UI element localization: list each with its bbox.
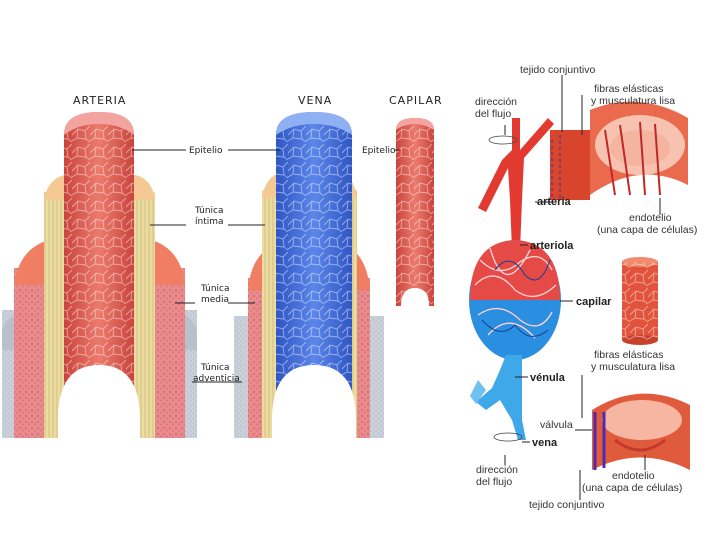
endotelio-label-top-2: (una capa de células) <box>597 224 697 236</box>
direccion-label-bottom-1: dirección <box>476 464 518 476</box>
fibras-label-top-1: fibras elásticas <box>594 83 663 95</box>
valvula-label: válvula <box>540 419 573 431</box>
capilar-label: capilar <box>576 296 612 308</box>
tunica-intima-label-2: íntima <box>195 217 224 227</box>
epithelium-label: Epitelio <box>189 146 223 156</box>
tejido-conjuntivo-label-bottom: tejido conjuntivo <box>529 499 604 511</box>
vein-cross-section <box>234 112 384 440</box>
arteriola-label: arteriola <box>530 240 574 252</box>
tunica-intima-label-1: Túnica <box>194 206 224 216</box>
tunica-media-label-1: Túnica <box>200 284 230 294</box>
tunica-media-label-2: media <box>201 295 229 305</box>
direccion-label-top-1: dirección <box>475 96 517 108</box>
vein-wall-cutaway <box>592 393 690 470</box>
endotelio-label-top-1: endotelio <box>629 212 672 224</box>
direccion-label-bottom-2: del flujo <box>476 476 512 488</box>
artery-lumen <box>58 365 140 440</box>
fibras-label-bottom-1: fibras elásticas <box>594 349 663 361</box>
endotelio-label-bottom-2: (una capa de células) <box>582 482 682 494</box>
vein-lumen <box>272 365 356 440</box>
direccion-label-top-2: del flujo <box>475 108 511 120</box>
vena-label: vena <box>532 437 558 449</box>
capillary-heading: CAPILAR <box>389 94 443 107</box>
arteria-label: arteria <box>537 196 572 208</box>
epithelium-label-capillary: Epitelio <box>362 146 396 156</box>
endotelio-label-bottom-1: endotelio <box>612 470 655 482</box>
circulation-illustration <box>469 75 690 500</box>
tunica-adventitia-label-1: Túnica <box>200 363 230 373</box>
tejido-conjuntivo-label-top: tejido conjuntivo <box>520 64 595 76</box>
fibras-label-bottom-2: y musculatura lisa <box>591 361 675 373</box>
artery-vessel <box>478 118 554 250</box>
fibras-label-top-2: y musculatura lisa <box>591 95 675 107</box>
vein-heading: VENA <box>298 94 332 107</box>
venula-label: vénula <box>530 372 566 384</box>
vein-vessel <box>476 355 526 440</box>
artery-heading: ARTERIA <box>73 94 126 107</box>
capillary-cutaway <box>622 257 658 345</box>
artery-cross-section <box>2 112 197 440</box>
tunica-adventitia-label-2: adventicia <box>193 374 240 384</box>
artery-wall-cutaway <box>550 101 688 200</box>
capillary-tube <box>396 118 434 306</box>
